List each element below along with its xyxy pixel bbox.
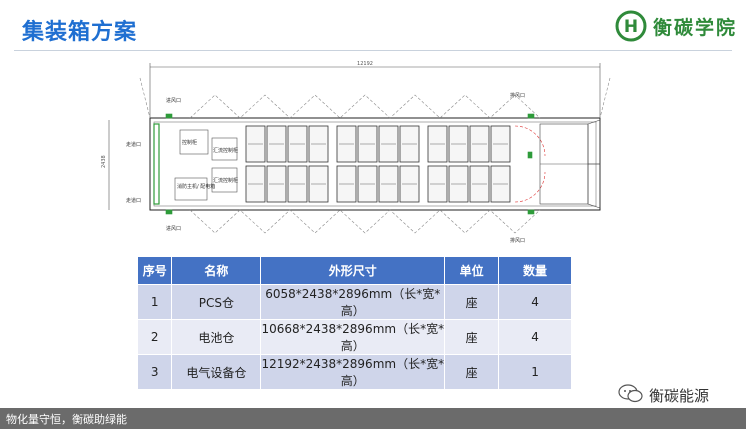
cell-unit: 座 xyxy=(444,284,500,320)
dim-length: 12192 xyxy=(357,61,373,67)
spec-table: 序号 名称 外形尺寸 单位 数量 1 PCS仓 6058*2438*2896mm… xyxy=(138,257,572,389)
footer-text: 物化量守恒，衡碳助绿能 xyxy=(6,413,127,426)
label-inlet-top-left: 进风口 xyxy=(166,97,181,104)
table-row: 1 PCS仓 6058*2438*2896mm（长*宽*高） 座 4 xyxy=(138,284,572,320)
label-door-top: 走道口 xyxy=(126,141,141,148)
cell-index: 1 xyxy=(138,284,173,320)
table-row: 3 电气设备仓 12192*2438*2896mm（长*宽*高） 座 1 xyxy=(138,354,572,389)
wechat-icon xyxy=(618,384,643,403)
cell-quantity: 4 xyxy=(498,284,572,320)
cell-dimensions: 10668*2438*2896mm（长*宽*高） xyxy=(260,319,446,355)
label-fire-host: 消防主机/ 配电箱 xyxy=(177,183,215,190)
label-inlet-bottom-left: 进风口 xyxy=(166,225,181,232)
title-divider xyxy=(14,50,732,51)
cell-name: PCS仓 xyxy=(171,284,262,320)
watermark: 衡碳能源 xyxy=(618,382,740,406)
cell-dimensions: 12192*2438*2896mm（长*宽*高） xyxy=(260,354,446,389)
logo-icon: H xyxy=(615,10,647,42)
container-layout-drawing: 进风口 进风口 排风口 排风口 走道口 走道口 控制柜 汇流控制柜 汇流控制柜 … xyxy=(101,61,611,244)
table-row: 2 电池仓 10668*2438*2896mm（长*宽*高） 座 4 xyxy=(138,319,572,355)
col-header-index: 序号 xyxy=(138,257,173,285)
label-control-cabinet: 控制柜 xyxy=(182,139,197,146)
label-outlet-bottom-right: 排风口 xyxy=(510,237,525,244)
svg-text:H: H xyxy=(624,17,638,37)
cell-name: 电气设备仓 xyxy=(171,354,262,389)
col-header-name: 名称 xyxy=(171,257,262,285)
page-title: 集装箱方案 xyxy=(22,20,138,45)
cell-index: 2 xyxy=(138,319,173,355)
col-header-unit: 单位 xyxy=(444,257,500,285)
cell-unit: 座 xyxy=(444,319,500,355)
cell-unit: 座 xyxy=(444,354,500,389)
table-header-row: 序号 名称 外形尺寸 单位 数量 xyxy=(138,257,572,285)
logo: H 衡碳学院 xyxy=(614,9,736,43)
cell-dimensions: 6058*2438*2896mm（长*宽*高） xyxy=(260,284,446,320)
footer-bar: 物化量守恒，衡碳助绿能 xyxy=(0,408,746,429)
label-outlet-top-right: 排风口 xyxy=(510,92,525,99)
label-combiner-1: 汇流控制柜 xyxy=(213,147,238,154)
cell-quantity: 4 xyxy=(498,319,572,355)
cell-quantity: 1 xyxy=(498,354,572,389)
dim-width: 2438 xyxy=(101,155,107,168)
cell-index: 3 xyxy=(138,354,173,389)
label-combiner-2: 汇流控制柜 xyxy=(213,177,238,184)
logo-text: 衡碳学院 xyxy=(653,17,738,39)
col-header-dimensions: 外形尺寸 xyxy=(260,257,446,285)
col-header-quantity: 数量 xyxy=(498,257,572,285)
label-door-bottom: 走道口 xyxy=(126,197,141,204)
cell-name: 电池仓 xyxy=(171,319,262,355)
watermark-text: 衡碳能源 xyxy=(649,387,710,405)
